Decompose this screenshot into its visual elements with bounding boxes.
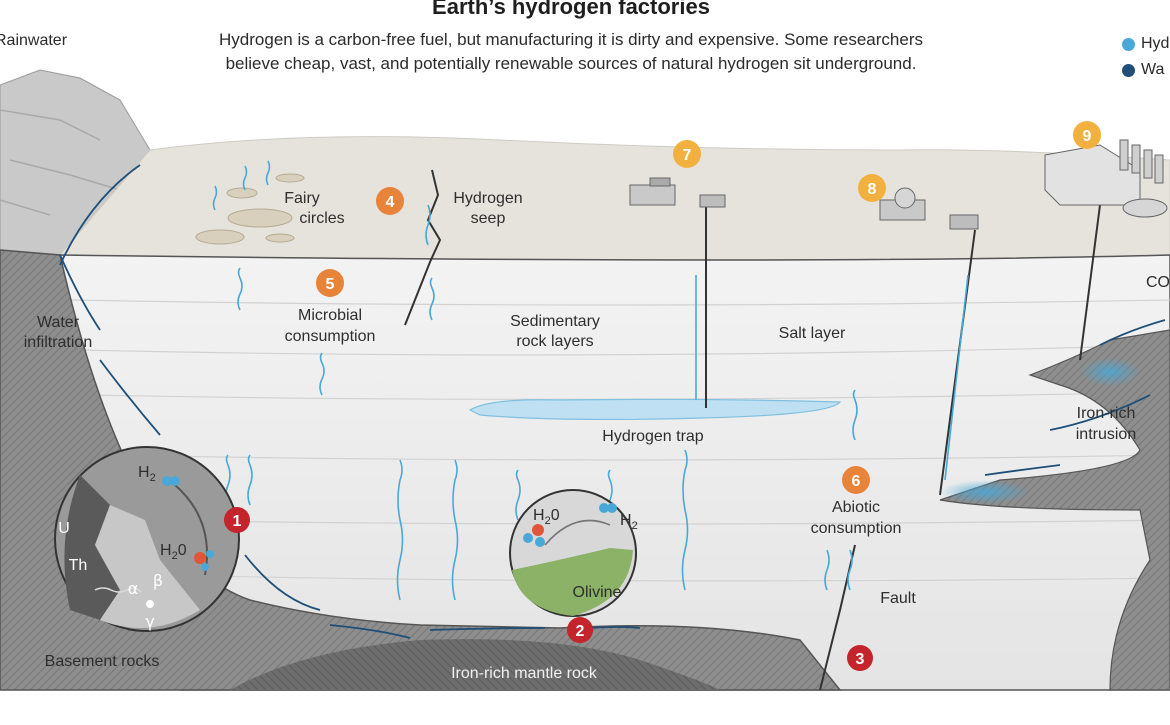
marker-5-number: 5: [326, 276, 335, 293]
fault-line: [819, 544, 856, 691]
marker-9: 9: [1073, 121, 1101, 149]
marker-1-number: 1: [233, 513, 242, 530]
alpha-label: α: [128, 579, 139, 598]
inset1-h2o-label: H20: [160, 542, 187, 562]
sedimentary-label-line1: Sedimentary: [510, 313, 600, 330]
marker-3-number: 3: [856, 651, 865, 668]
right-rock-wall: [939, 329, 1170, 691]
subtitle-line-1: Hydrogen is a carbon-free fuel, but manu…: [219, 30, 923, 49]
marker-8-number: 8: [868, 181, 877, 198]
legend-hydrogen-label: Hyd: [1141, 35, 1170, 52]
beta-label: β: [153, 571, 163, 590]
legend-item-water: Wa: [1122, 57, 1169, 83]
marker-2-number: 2: [576, 623, 585, 640]
mantle-rock-label: Iron-rich mantle rock: [451, 665, 598, 682]
rainwater-label: Rainwater: [0, 32, 68, 49]
legend-water-label: Wa: [1141, 61, 1165, 78]
fault-label: Fault: [880, 590, 916, 607]
olivine-label: Olivine: [573, 584, 622, 601]
marker-7: 7: [673, 140, 701, 168]
inset2-h2o-label: H20: [533, 507, 560, 527]
fairy-circles-label-line2: circles: [299, 210, 344, 227]
marker-1: 1: [224, 507, 250, 533]
microbial-label-line2: consumption: [285, 328, 376, 345]
co-label: CO: [1146, 274, 1170, 291]
seep-crack: [404, 169, 442, 326]
thorium-label: Th: [69, 557, 88, 574]
fairy-circles-label-line1: Fairy: [284, 190, 320, 207]
microbial-label-line1: Microbial: [298, 307, 362, 324]
abiotic-label-line1: Abiotic: [832, 499, 880, 516]
marker-6-number: 6: [852, 473, 861, 490]
abiotic-label-line2: consumption: [811, 520, 902, 537]
fairy-circles: [195, 173, 305, 245]
legend-item-hydrogen: Hyd: [1122, 31, 1169, 57]
well-9: [1079, 204, 1101, 361]
water-infiltration-label-line1: Water: [37, 314, 80, 331]
iron-intrusion-label-line2: intrusion: [1076, 426, 1136, 443]
sedimentary-label-line2: rock layers: [516, 333, 593, 350]
legend-water-dot-icon: [1122, 63, 1135, 77]
inset2-h2-label: H2: [620, 512, 638, 532]
marker-2: 2: [567, 617, 593, 643]
water-arrows: [59, 164, 1166, 639]
marker-4: 4: [376, 187, 404, 215]
marker-9-number: 9: [1083, 128, 1092, 145]
hydrogen-seep-label-line2: seep: [471, 210, 506, 227]
iron-intrusion-label-line1: Iron-rich: [1077, 405, 1136, 422]
facility-8: [879, 187, 979, 230]
marker-6: 6: [842, 466, 870, 494]
marker-7-number: 7: [683, 147, 692, 164]
water-infiltration-label-line2: infiltration: [24, 334, 92, 351]
facility-9: [1044, 139, 1168, 218]
inset-serpentinization: [509, 489, 637, 617]
mantle-rock: [230, 639, 720, 690]
marker-8: 8: [858, 174, 886, 202]
hydrogen-seep-label-line1: Hydrogen: [453, 190, 522, 207]
uranium-label: U: [58, 520, 70, 537]
salt-layer: [468, 398, 842, 421]
hydrogen-trap-label: Hydrogen trap: [602, 428, 703, 445]
inset1-h2-label: H2: [138, 464, 156, 484]
gamma-label: γ: [145, 612, 154, 631]
basement-rocks-label: Basement rocks: [45, 653, 160, 670]
legend-hydrogen-dot-icon: [1122, 37, 1135, 51]
legend: Hyd Wa: [1122, 31, 1169, 83]
marker-3: 3: [847, 645, 873, 671]
subtitle: Hydrogen is a carbon-free fuel, but manu…: [0, 28, 1142, 76]
subtitle-line-2: believe cheap, vast, and potentially ren…: [225, 54, 917, 73]
marker-5: 5: [316, 269, 344, 297]
salt-layer-label: Salt layer: [779, 325, 846, 342]
page-title: Earth’s hydrogen factories: [432, 0, 710, 19]
sediment-layer-lines: [69, 299, 1170, 582]
inset-radiolysis: [54, 446, 240, 632]
facility-7: [629, 177, 726, 208]
marker-4-number: 4: [386, 194, 395, 211]
